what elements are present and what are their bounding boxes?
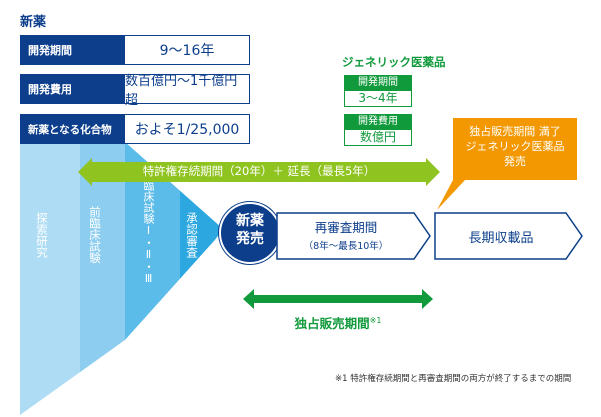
generic-cost-label: 開発費用 [344,114,412,129]
launch-line2: 発売 [236,231,264,247]
exclusive-label-text: 独占販売期間 [294,316,370,331]
launch-circle [219,202,281,264]
info-row-period: 開発期間 9～16年 [20,35,250,65]
info-row-cost-label: 開発費用 [20,74,124,104]
info-row-cost-value: 数百億円～1千億円超 [124,74,250,108]
launch-text: 新薬 発売 [219,212,281,248]
reexam-sub: （8年～最長10年） [303,241,389,252]
callout-text: 独占販売期間 満了 ジェネリック医薬品 発売 [453,124,577,169]
long-term-arrow-box [434,212,583,260]
info-row-period-label: 開発期間 [20,35,124,65]
phase-preclinical-label: 前臨床試験 [88,206,102,264]
info-row-compound: 新薬となる化合物 およそ1/25,000 [20,114,250,144]
callout-line1: 独占販売期間 満了 [469,125,561,138]
long-term-label: 長期収載品 [468,231,534,246]
generic-cost-value: 数億円 [344,129,412,146]
exclusive-period-arrow [243,289,433,309]
reexam-title: 再審査期間 [314,220,378,235]
info-row-compound-value: およそ1/25,000 [124,114,250,144]
generic-title: ジェネリック医薬品 [342,55,446,69]
generic-period-label: 開発期間 [344,75,412,90]
exclusive-label: 独占販売期間※1 [243,313,433,332]
page-title: 新薬 [20,15,47,30]
reexam-arrow-box [276,212,431,260]
launch-line1: 新薬 [236,213,264,229]
footnote: ※1 特許権存続期間と再審査期間の両方が終了するまでの期間 [335,374,572,384]
patent-period-arrow [78,158,440,186]
phase-clinical-label: 臨床試験Ⅰ・Ⅱ・Ⅲ [142,180,155,285]
reexam-text: 再審査期間 （8年～最長10年） [278,217,414,252]
phase-discovery-label: 探索研究 [35,212,49,258]
funnel-phase-clinical [125,142,180,340]
info-row-period-value: 9～16年 [124,35,250,65]
exclusive-note-mark: ※1 [369,315,382,325]
funnel-phase-discovery [20,142,80,415]
phase-approval-label: 承認審査 [185,212,199,258]
callout-line3: 発売 [504,155,526,168]
generic-period-value: 3～4年 [344,90,412,107]
info-row-compound-label: 新薬となる化合物 [20,114,124,144]
patent-period-label: 特許権存続期間（20年）＋ 延長（最長5年） [142,164,376,178]
info-row-cost: 開発費用 数百億円～1千億円超 [20,74,250,108]
callout-bubble [437,118,577,210]
callout-line2: ジェネリック医薬品 [465,140,565,153]
funnel-phase-preclinical [80,142,125,415]
